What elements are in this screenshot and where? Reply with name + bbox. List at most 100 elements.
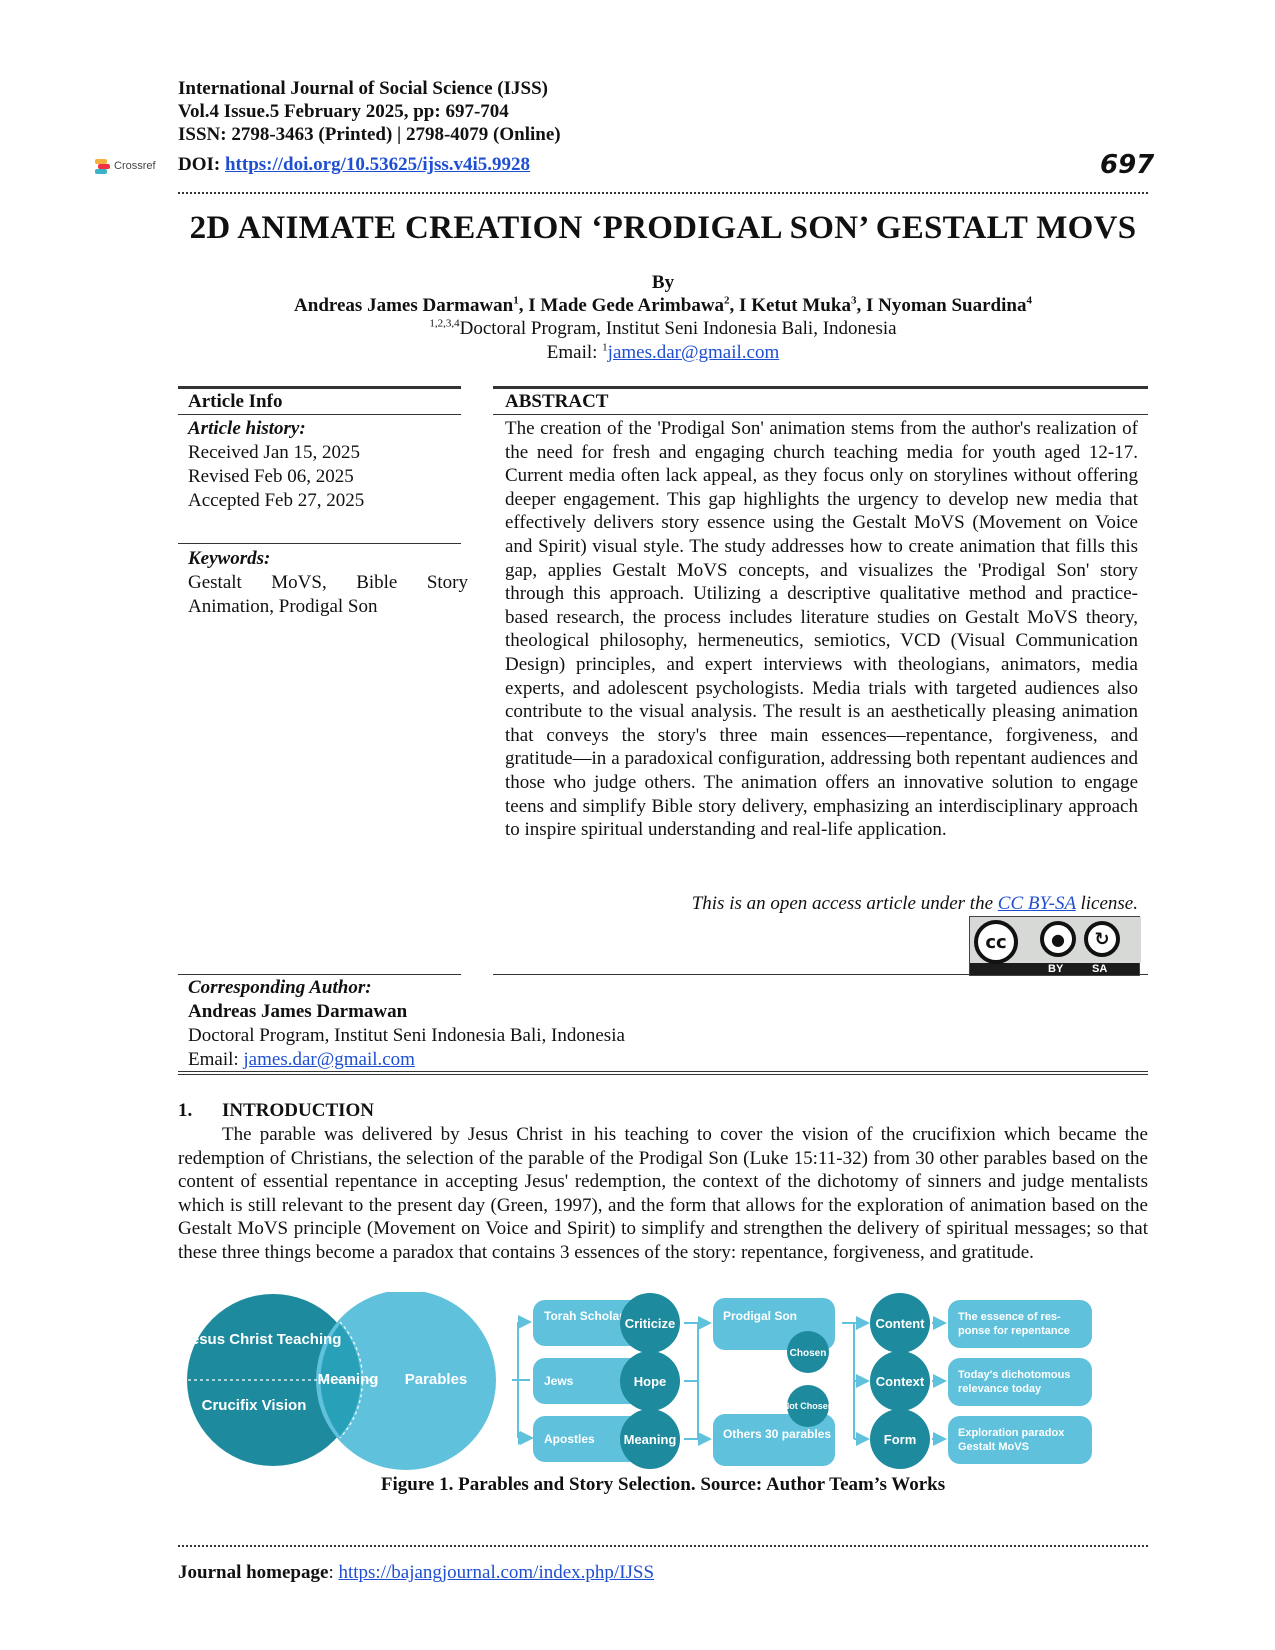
license-suffix: license.: [1075, 893, 1138, 914]
corresponding-email-link[interactable]: james.dar@gmail.com: [243, 1049, 415, 1070]
outcome-box-line: ponse for repentance: [958, 1325, 1070, 1337]
selection-box-bottom: [713, 1414, 835, 1466]
section-title: INTRODUCTION: [222, 1100, 375, 1121]
page-number: 697: [1100, 150, 1155, 180]
journal-homepage: Journal homepage: https://bajangjournal.…: [178, 1562, 654, 1584]
author: I Ketut Muka: [739, 295, 851, 316]
cc-icon: cc: [974, 920, 1018, 964]
corresponding-author: Corresponding Author: Andreas James Darm…: [188, 976, 625, 1072]
homepage-label: Journal homepage: [178, 1562, 329, 1583]
outcome-box-line: Today's dichotomous: [958, 1369, 1070, 1381]
email-label: Email:: [546, 342, 603, 363]
info-rule: [493, 414, 1148, 415]
homepage-link[interactable]: https://bajangjournal.com/index.php/IJSS: [338, 1562, 655, 1583]
outcome-circle: [870, 1409, 930, 1469]
author-sep: ,: [856, 295, 866, 316]
venn-right-label: Parables: [405, 1371, 468, 1388]
venn-left-bottom-label: Crucifix Vision: [202, 1397, 307, 1414]
figure-caption: Figure 1. Parables and Story Selection. …: [380, 1474, 946, 1495]
group-row: Torah Scholar Criticize: [533, 1293, 680, 1353]
journal-name: International Journal of Social Science …: [178, 78, 548, 99]
venn-divider: [339, 1321, 364, 1439]
outcome-box: [948, 1416, 1092, 1464]
group-box-label: Torah Scholar: [544, 1309, 624, 1323]
venn-center-label: Meaning: [318, 1371, 379, 1388]
group-row: Jews Hope: [533, 1351, 680, 1411]
outcome-circle-label: Form: [884, 1432, 917, 1447]
author: I Nyoman Suardina: [865, 295, 1027, 316]
group-circle: [620, 1409, 680, 1469]
article-info-heading: Article Info: [188, 390, 468, 414]
doi-line: DOI: https://doi.org/10.53625/ijss.v4i5.…: [178, 154, 530, 176]
sa-label: SA: [1092, 963, 1108, 975]
outcome-box-line: The essence of res-: [958, 1311, 1061, 1323]
corresponding-label: Corresponding Author:: [188, 977, 372, 998]
outcome-circle-label: Content: [875, 1316, 925, 1331]
corresponding-email: Email: james.dar@gmail.com: [188, 1048, 625, 1072]
affiliation-text: Doctoral Program, Institut Seni Indonesi…: [459, 318, 897, 339]
chosen-circle: [787, 1331, 829, 1373]
crossref-logo[interactable]: Crossref: [95, 156, 175, 176]
outcome-box: [948, 1358, 1092, 1406]
journal-header: International Journal of Social Science …: [178, 77, 561, 146]
journal-volume: Vol.4 Issue.5 February 2025, pp: 697-704: [178, 101, 509, 122]
cc-by-sa-badge[interactable]: cc ● ↻ BY SA: [969, 916, 1141, 976]
crossref-icon: [95, 158, 111, 174]
group-circle-label: Hope: [634, 1374, 667, 1389]
outcome-box: [948, 1300, 1092, 1348]
corresponding-email-label: Email:: [188, 1049, 244, 1070]
corresponding-affiliation: Doctoral Program, Institut Seni Indonesi…: [188, 1025, 625, 1046]
keywords-text: Gestalt MoVS, Bible Story Animation, Pro…: [188, 572, 468, 617]
author: Andreas James Darmawan: [294, 295, 514, 316]
bracket-arrows-1: [512, 1321, 530, 1438]
outcome-circle-label: Context: [876, 1374, 925, 1389]
author-sup: 1: [513, 294, 519, 307]
author-sep: ,: [518, 295, 529, 316]
info-rule-top-right: [493, 386, 1148, 389]
author-sup: 2: [724, 294, 730, 307]
info-rule: [178, 974, 461, 975]
chosen-label: Chosen: [790, 1348, 827, 1359]
header-divider: [178, 192, 1148, 194]
author-list: Andreas James Darmawan1, I Made Gede Ari…: [178, 295, 1148, 317]
info-rule: [493, 974, 1148, 975]
outcome-row: Context Today's dichotomous relevance to…: [870, 1351, 1092, 1411]
keywords-label: Keywords:: [188, 548, 271, 569]
info-rule-bottom: [178, 1074, 1148, 1075]
email-link[interactable]: james.dar@gmail.com: [607, 342, 780, 363]
license-prefix: This is an open access article under the: [691, 893, 998, 914]
venn-left-top-text: Jesus Christ Teaching: [183, 1331, 342, 1348]
group-row: Apostles Meaning: [533, 1409, 680, 1469]
outcome-box-line: Exploration paradox: [958, 1427, 1065, 1439]
info-rule-bottom: [178, 1071, 1148, 1072]
group-box-label: Apostles: [544, 1432, 595, 1446]
footer-divider: [178, 1545, 1148, 1547]
paper-title: 2D ANIMATE CREATION ‘PRODIGAL SON’ GESTA…: [189, 210, 1137, 246]
outcome-row: Form Exploration paradox Gestalt MoVS: [870, 1409, 1092, 1469]
received-date: Received Jan 15, 2025: [188, 442, 361, 463]
outcome-row: Content The essence of res- ponse for re…: [870, 1293, 1092, 1353]
journal-issn: ISSN: 2798-3463 (Printed) | 2798-4079 (O…: [178, 124, 561, 145]
group-circle-label: Meaning: [624, 1432, 677, 1447]
author-sup: 4: [1026, 294, 1032, 307]
accepted-date: Accepted Feb 27, 2025: [188, 490, 365, 511]
group-box-label: Jews: [544, 1374, 574, 1388]
article-info-title: Article Info: [188, 391, 283, 412]
group-circle: [620, 1293, 680, 1353]
license-link[interactable]: CC BY-SA: [997, 893, 1076, 914]
info-rule: [178, 414, 461, 415]
venn-right-circle: [316, 1292, 496, 1470]
outcome-circle: [870, 1293, 930, 1353]
license-notice: This is an open access article under the…: [505, 893, 1138, 915]
doi-link[interactable]: https://doi.org/10.53625/ijss.v4i5.9928: [224, 154, 531, 175]
by-label: BY: [1048, 963, 1064, 975]
abstract-text: The creation of the 'Prodigal Son' anima…: [505, 418, 1138, 841]
article-history: Article history: Received Jan 15, 2025 R…: [188, 417, 468, 513]
corresponding-name: Andreas James Darmawan: [188, 1001, 408, 1022]
crossref-label: Crossref: [114, 160, 156, 172]
info-rule: [178, 543, 461, 544]
author: I Made Gede Arimbawa: [528, 295, 725, 316]
attribution-icon: ●: [1040, 921, 1076, 957]
selection-top-label: Prodigal Son: [723, 1309, 797, 1323]
homepage-sep: :: [328, 1562, 339, 1583]
